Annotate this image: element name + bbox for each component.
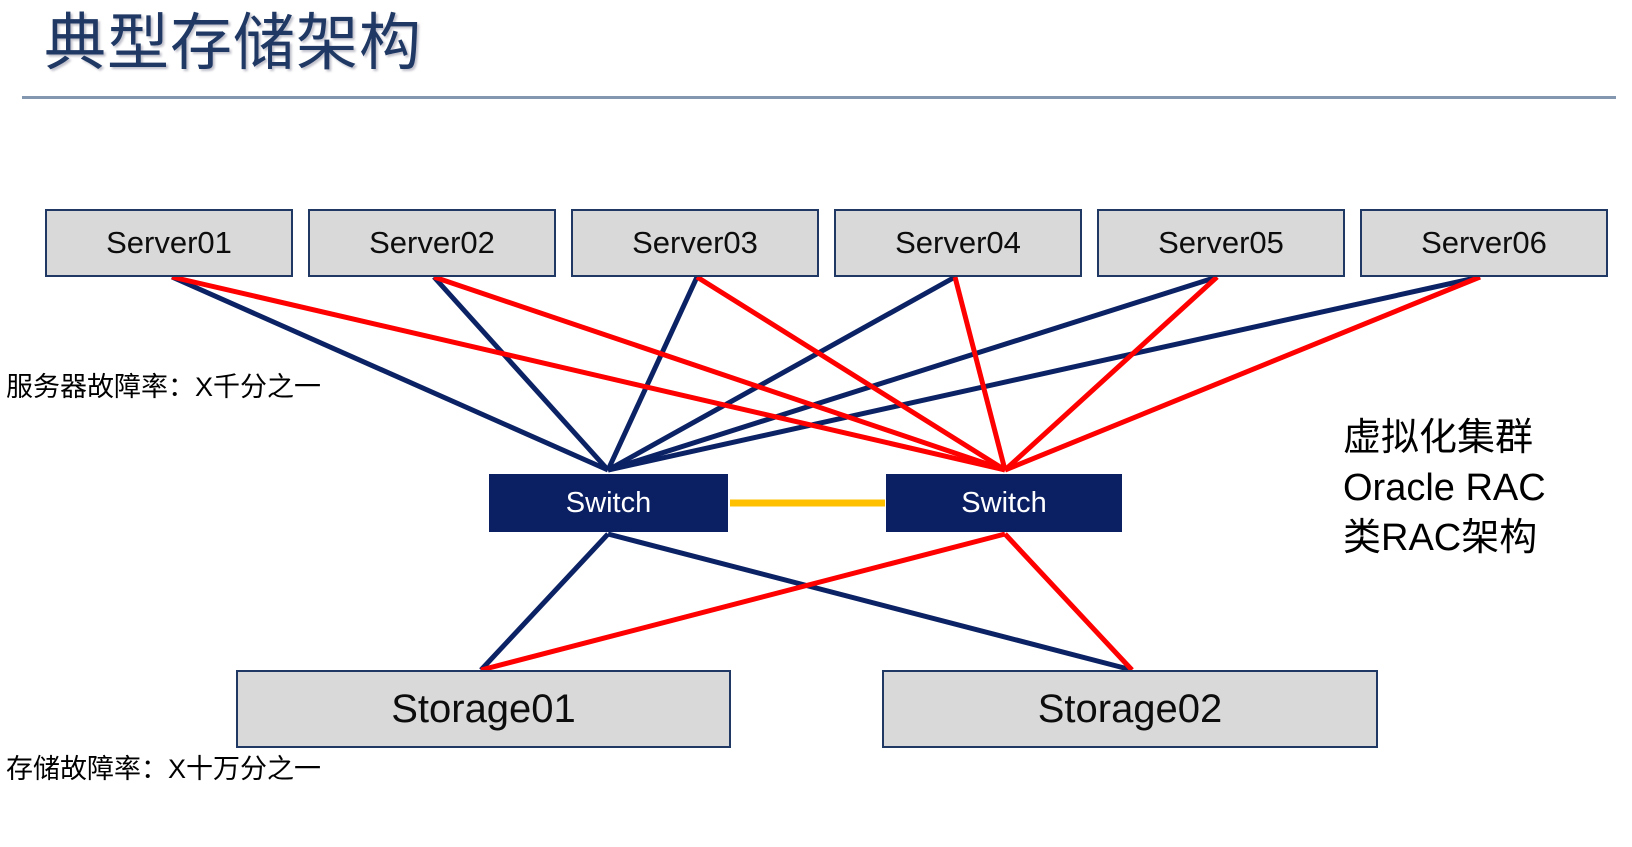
page-title: 典型存储架构 xyxy=(44,9,423,78)
switch-box-label: Switch xyxy=(565,486,652,519)
title-divider xyxy=(22,96,1616,99)
link-Server01-to-switch-right xyxy=(171,274,1006,473)
server-box-label: Server05 xyxy=(1158,225,1284,260)
switch-box-label: Switch xyxy=(961,486,1047,519)
link-switch-right-to-Storage02 xyxy=(1003,532,1134,672)
annotation-server-failure-rate: 服务器故障率：X千分之一 xyxy=(6,372,322,402)
link-Server06-to-switch-left xyxy=(607,274,1481,473)
link-Server01-to-switch-left xyxy=(170,274,610,473)
cluster-note-line-2: Oracle RAC xyxy=(1343,467,1546,509)
storage-box-1[interactable]: Storage01 xyxy=(236,670,731,748)
server-box-label: Server03 xyxy=(632,225,758,260)
link-Server04-to-switch-right xyxy=(952,276,1008,471)
link-Server03-to-switch-left xyxy=(605,275,700,472)
link-switch-left-to-Storage01 xyxy=(479,532,610,672)
server-box-label: Server06 xyxy=(1421,225,1547,260)
link-Server02-to-switch-right xyxy=(433,274,1006,473)
cluster-note-line-1: 虚拟化集群 xyxy=(1343,417,1534,459)
switch-box-1[interactable]: Switch xyxy=(489,474,728,532)
link-Server06-to-switch-right xyxy=(1004,274,1481,473)
server-box-4[interactable]: Server04 xyxy=(834,209,1082,277)
annotation-cluster-notes: 虚拟化集群 Oracle RAC 类RAC架构 xyxy=(1343,413,1546,563)
server-box-label: Server01 xyxy=(106,225,232,260)
server-box-5[interactable]: Server05 xyxy=(1097,209,1345,277)
link-switch-left-to-Storage02 xyxy=(607,531,1133,673)
link-Server03-to-switch-right xyxy=(695,274,1007,473)
link-Server04-to-switch-left xyxy=(606,274,957,473)
link-Server02-to-switch-left xyxy=(432,275,610,472)
server-box-label: Server04 xyxy=(895,225,1021,260)
link-Server05-to-switch-right xyxy=(1003,275,1219,472)
server-box-3[interactable]: Server03 xyxy=(571,209,819,277)
switch-box-2[interactable]: Switch xyxy=(886,474,1122,532)
server-box-2[interactable]: Server02 xyxy=(308,209,556,277)
storage-box-2[interactable]: Storage02 xyxy=(882,670,1378,748)
link-Server05-to-switch-left xyxy=(607,274,1218,473)
link-switch-right-to-Storage01 xyxy=(480,531,1006,673)
wire-layer xyxy=(170,274,1481,673)
storage-box-label: Storage01 xyxy=(391,686,576,731)
server-box-1[interactable]: Server01 xyxy=(45,209,293,277)
annotation-storage-failure-rate: 存储故障率：X十万分之一 xyxy=(6,754,322,784)
cluster-note-line-3: 类RAC架构 xyxy=(1343,517,1538,559)
server-box-label: Server02 xyxy=(369,225,495,260)
server-box-6[interactable]: Server06 xyxy=(1360,209,1608,277)
storage-box-label: Storage02 xyxy=(1037,686,1223,731)
